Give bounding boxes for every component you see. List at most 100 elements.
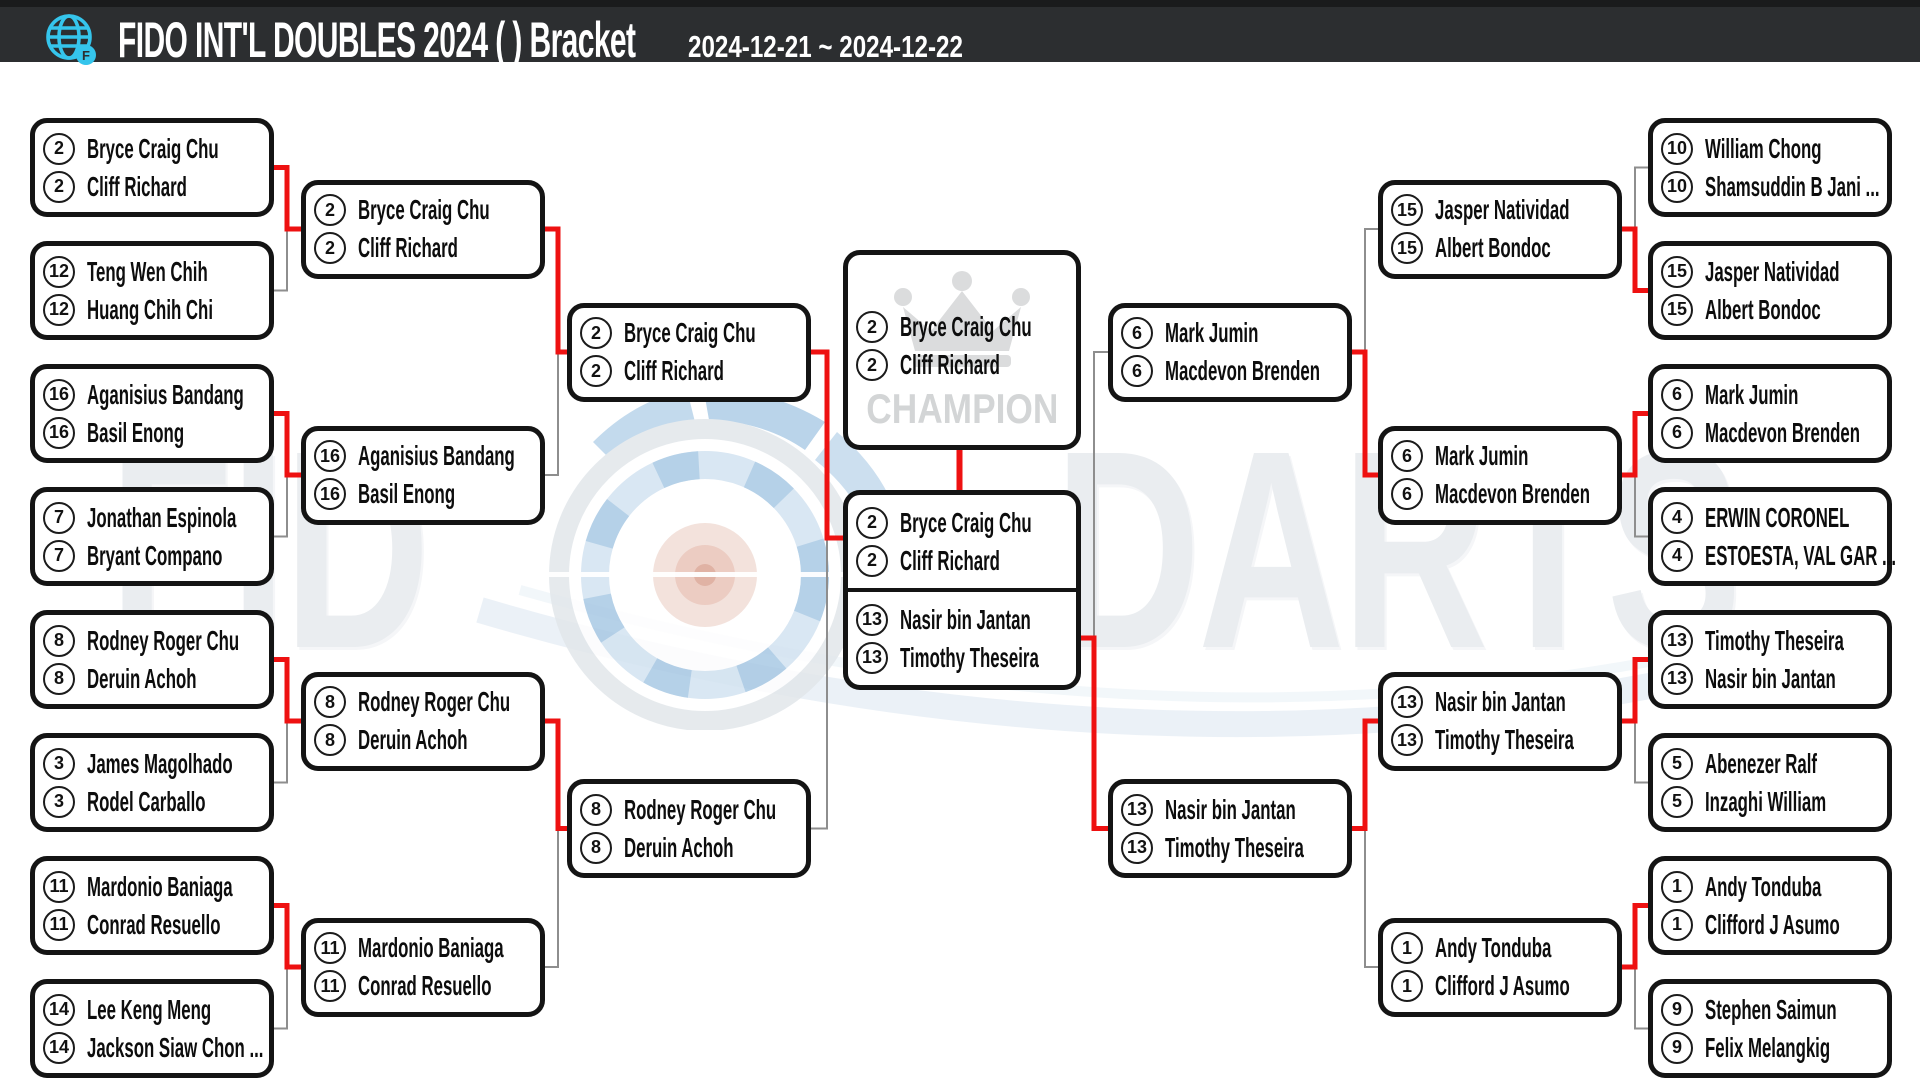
player-name: Bryant Compano	[87, 539, 223, 571]
connector-right-r16-m3-loser	[1634, 721, 1650, 784]
connector-left-r16-m4-loser	[272, 967, 288, 1030]
player-name: Inzaghi William	[1705, 785, 1827, 817]
seed-badge: 1	[1391, 932, 1423, 964]
connector-right-qf-m1-loser	[1364, 228, 1380, 352]
seed-badge: 10	[1661, 170, 1693, 203]
team-box-left-qf-3[interactable]: 8 Rodney Roger Chu 8 Deruin Achoh	[301, 671, 545, 771]
globe-logo-icon: F	[46, 14, 96, 65]
player-name: Conrad Resuello	[87, 908, 221, 940]
player-name: Deruin Achoh	[358, 724, 468, 755]
seed-badge: 13	[856, 641, 888, 674]
seed-badge: 16	[43, 378, 75, 411]
seed-badge: 8	[314, 724, 346, 756]
player-name: Mark Jumin	[1705, 378, 1799, 410]
seed-badge: 6	[1661, 416, 1693, 449]
connector-right-r16-m4-loser	[1634, 967, 1650, 1030]
player-name: Bryce Craig Chu	[900, 506, 1032, 538]
seed-badge: 1	[1661, 908, 1693, 941]
seed-badge: 2	[43, 170, 75, 203]
player-name: Cliff Richard	[900, 544, 1000, 576]
player-name: Cliff Richard	[624, 355, 724, 386]
seed-badge: 13	[1121, 793, 1153, 826]
player-name: Nasir bin Jantan	[900, 603, 1031, 635]
player-name: Abenezer Ralf	[1705, 747, 1818, 779]
player-name: James Magolhado	[87, 747, 233, 779]
seed-badge: 2	[856, 544, 888, 577]
seed-badge: 16	[314, 440, 346, 472]
seed-badge: 2	[856, 349, 888, 381]
player-name: Clifford J Asumo	[1435, 970, 1570, 1001]
player-name: Rodney Roger Chu	[358, 686, 511, 717]
seed-badge: 15	[1661, 293, 1693, 326]
connector-right-r16-m4-winner	[1618, 903, 1650, 970]
player-name: Rodel Carballo	[87, 785, 206, 817]
seed-badge: 4	[1661, 501, 1693, 534]
seed-badge: 2	[580, 355, 612, 387]
player-name: Bryce Craig Chu	[87, 132, 219, 164]
seed-badge: 15	[1391, 194, 1423, 226]
player-name: Andy Tonduba	[1435, 932, 1552, 963]
seed-badge: 2	[856, 311, 888, 343]
seed-badge: 3	[43, 747, 75, 780]
player-name: Macdevon Brenden	[1165, 355, 1320, 386]
seed-badge: 6	[1661, 378, 1693, 411]
seed-badge: 14	[43, 993, 75, 1026]
seed-badge: 8	[43, 624, 75, 657]
seed-badge: 8	[43, 662, 75, 695]
seed-badge: 2	[43, 132, 75, 165]
player-row: 8 Deruin Achoh	[314, 724, 540, 756]
player-name: Mardonio Baniaga	[87, 870, 233, 902]
player-name: Felix Melangkig	[1705, 1031, 1831, 1063]
player-name: Andy Tonduba	[1705, 870, 1822, 902]
player-row: 2 Cliff Richard	[856, 544, 1076, 577]
